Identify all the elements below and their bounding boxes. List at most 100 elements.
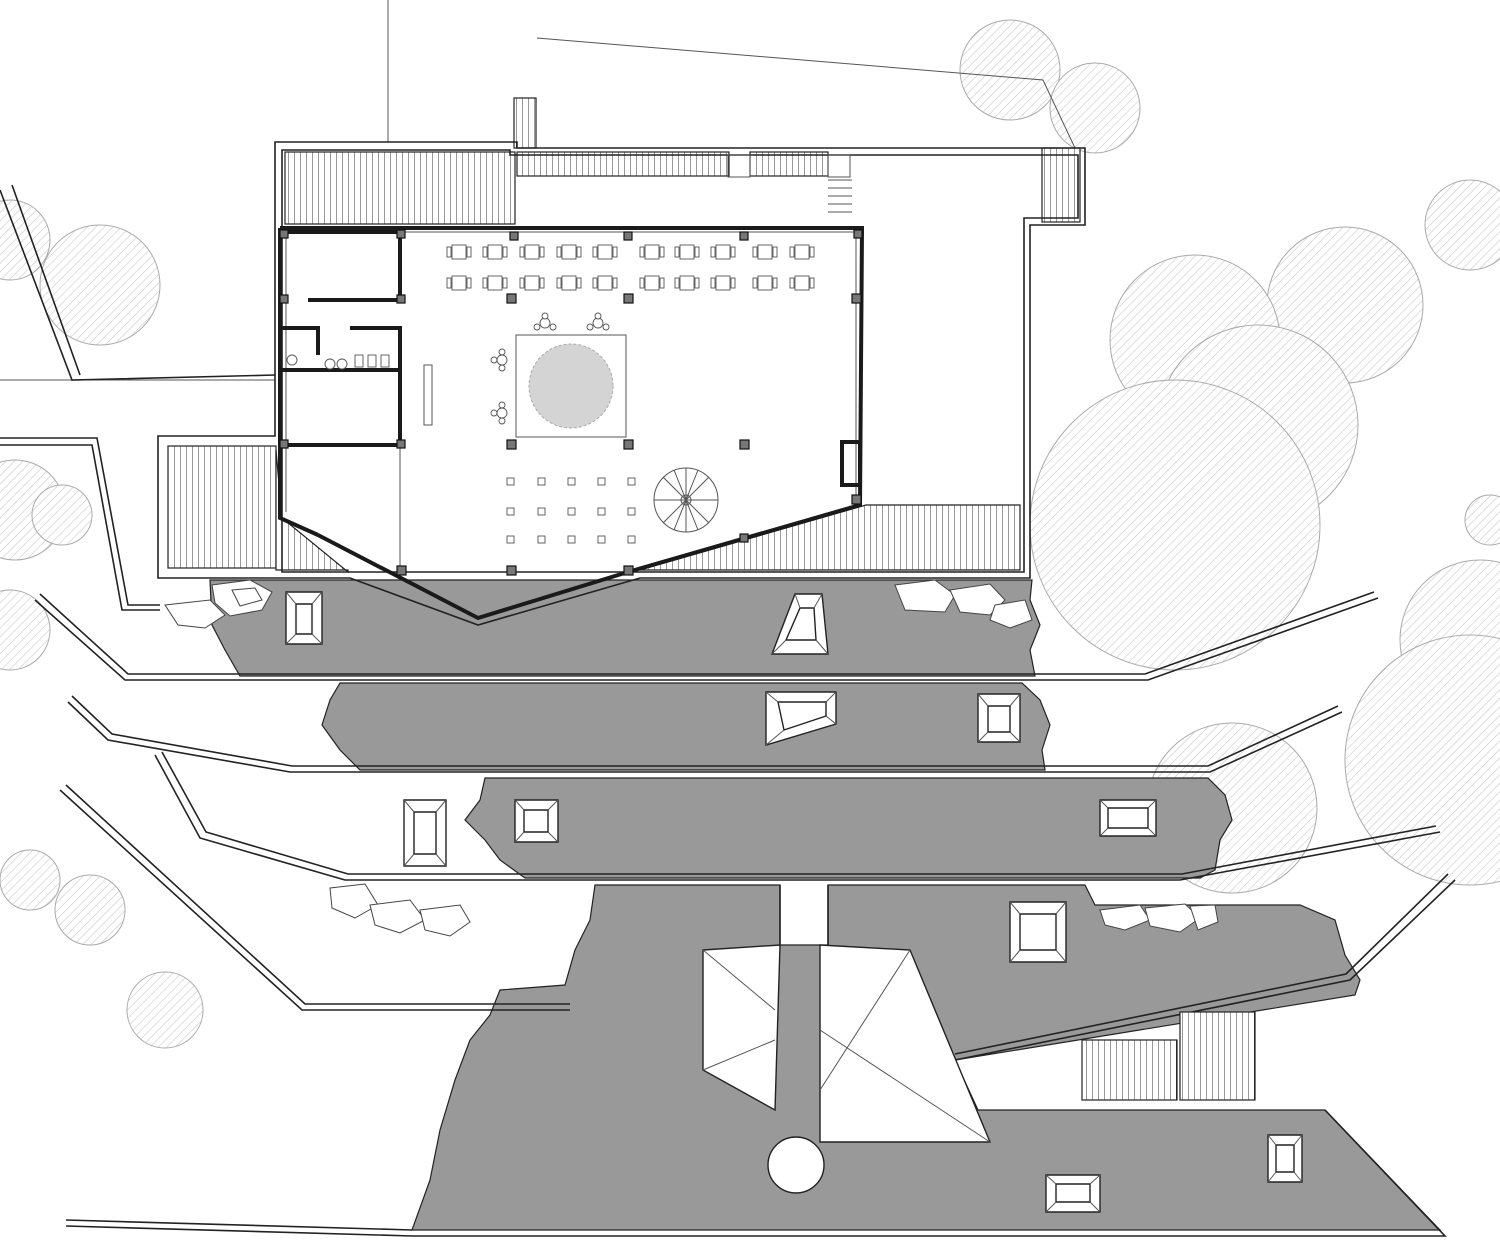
building-outer-boundary <box>157 141 1086 626</box>
skylight <box>977 693 1021 743</box>
dining-tables <box>446 244 815 291</box>
deck-south-west <box>275 449 349 574</box>
tree-canopy <box>1464 494 1500 546</box>
tree-canopy <box>0 849 61 911</box>
dining-table <box>556 275 582 291</box>
seat <box>597 535 606 544</box>
skylight <box>403 799 447 867</box>
dining-table <box>482 275 508 291</box>
dining-table <box>519 275 545 291</box>
tree-canopy <box>1344 634 1500 886</box>
dining-table <box>592 275 618 291</box>
deck-west <box>167 445 277 569</box>
column <box>623 565 634 576</box>
dining-table <box>446 244 472 260</box>
dining-table <box>592 244 618 260</box>
seat <box>506 535 515 544</box>
deck-north-east <box>1041 147 1081 223</box>
dining-table <box>639 244 665 260</box>
column <box>279 229 289 239</box>
seat <box>537 477 546 486</box>
deck-lower-1 <box>1081 1039 1178 1101</box>
column <box>506 293 517 304</box>
column <box>396 439 406 449</box>
column <box>506 439 517 450</box>
terraces <box>209 579 1442 1231</box>
dining-table <box>674 244 700 260</box>
seat <box>537 535 546 544</box>
tree-canopy <box>0 199 51 281</box>
lower-seating <box>506 477 636 544</box>
dining-table <box>752 244 778 260</box>
toilet-fixture <box>286 354 298 366</box>
skylight <box>285 591 323 645</box>
column <box>623 439 634 450</box>
column <box>623 231 633 241</box>
column <box>739 439 750 450</box>
dining-table <box>710 275 736 291</box>
dining-table <box>789 244 815 260</box>
tree-canopy <box>39 224 161 346</box>
tree-canopy <box>54 874 126 946</box>
column <box>396 229 406 239</box>
skylight <box>514 799 559 843</box>
dining-table <box>674 275 700 291</box>
round-tables <box>490 312 610 425</box>
inner-courtyard <box>515 334 627 438</box>
dining-table <box>789 275 815 291</box>
seat <box>567 477 576 486</box>
terrace-level-1 <box>209 579 1041 677</box>
wooden-decks <box>167 97 1256 1101</box>
seat <box>627 535 636 544</box>
seat <box>537 507 546 516</box>
column <box>396 294 406 304</box>
dining-table <box>446 275 472 291</box>
skylight <box>765 691 837 746</box>
dining-table <box>519 244 545 260</box>
deck-stairs <box>513 97 537 149</box>
terrace-level-2 <box>321 682 1051 771</box>
spiral-staircase <box>653 467 719 533</box>
seat <box>627 477 636 486</box>
column <box>509 231 519 241</box>
column <box>279 294 289 304</box>
column <box>396 565 407 576</box>
skylight <box>1099 799 1157 837</box>
tree-canopy <box>959 19 1061 121</box>
columns <box>279 229 863 576</box>
dining-table <box>710 244 736 260</box>
dining-table <box>556 244 582 260</box>
column <box>506 565 517 576</box>
column <box>623 293 634 304</box>
site-boundary <box>0 0 1076 381</box>
column <box>739 231 749 241</box>
landscape-walls <box>0 184 1456 1237</box>
trees <box>0 19 1500 1049</box>
seat <box>597 477 606 486</box>
interior-wall <box>280 230 402 302</box>
dining-table <box>639 275 665 291</box>
seat <box>627 507 636 516</box>
dining-table <box>752 275 778 291</box>
column <box>739 533 749 543</box>
seat <box>567 507 576 516</box>
terrace-level-3 <box>464 777 1233 879</box>
column <box>279 439 289 449</box>
deck-north <box>516 151 730 177</box>
tree-canopy <box>1424 179 1500 271</box>
building <box>157 141 1086 626</box>
seat <box>597 507 606 516</box>
dining-table <box>482 244 508 260</box>
tree-canopy <box>126 971 204 1049</box>
column <box>851 293 862 304</box>
column <box>851 494 862 505</box>
skylight <box>1267 1134 1303 1183</box>
lower-pavilion <box>702 885 992 1194</box>
seat <box>506 477 515 486</box>
column <box>853 229 863 239</box>
skylight <box>770 593 829 655</box>
deck-north-west <box>284 151 516 225</box>
tree-canopy <box>31 484 93 546</box>
stone-rubble <box>164 579 1219 937</box>
